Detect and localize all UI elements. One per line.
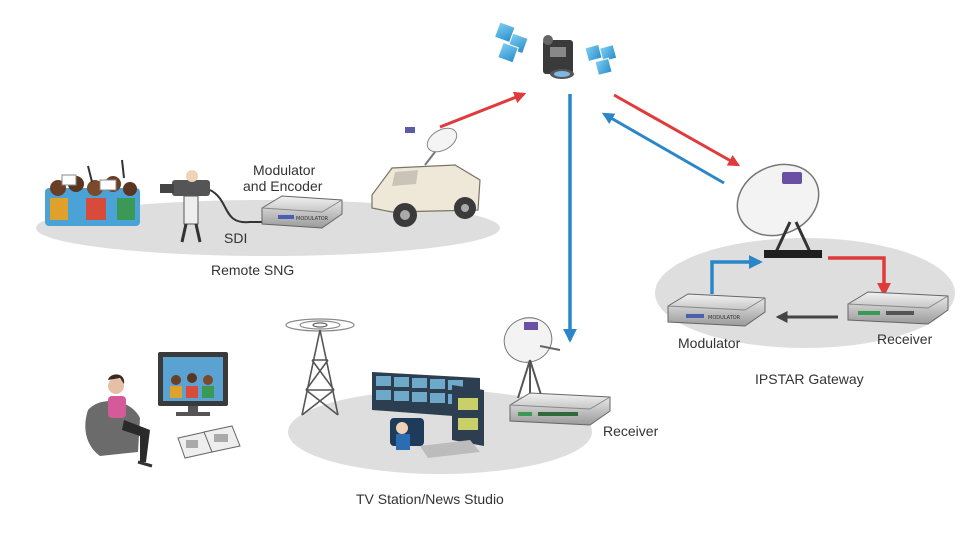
studio-receiver-rack-icon: [509, 392, 611, 426]
label-remote-sng: Remote SNG: [211, 262, 295, 278]
crowd-icon: [45, 159, 140, 226]
viewer-icon: [85, 374, 153, 468]
uplink-arrow-gateway-to-satellite: [601, 112, 725, 185]
remote-sng-platform: [36, 200, 500, 256]
label-ipstar-gateway: IPSTAR Gateway: [755, 371, 864, 387]
label-sdi: SDI: [224, 230, 248, 246]
studio-dish-icon: [503, 317, 561, 400]
gateway-modulator-rack-icon: MODULATOR: [667, 293, 766, 327]
receiver-rack-icon: [847, 291, 949, 325]
camera-icon: [160, 170, 210, 243]
label-modulator-line1: Modulator: [253, 162, 316, 178]
rack-modulator-text-sng: MODULATOR: [296, 216, 329, 222]
label-receiver-studio: Receiver: [603, 423, 659, 439]
tv-icon: [158, 352, 228, 416]
uplink-arrow-van-to-satellite: [439, 91, 527, 129]
gateway-arrow-dish-to-receiver: [828, 256, 891, 297]
laptops-icon: [177, 425, 241, 459]
modulator-rack-icon: MODULATOR: [261, 195, 343, 229]
label-tv-station: TV Station/News Studio: [356, 491, 504, 507]
satellite-icon: [493, 21, 618, 79]
label-modulator-line2: and Encoder: [243, 178, 323, 194]
sdi-cable: [209, 189, 268, 224]
label-receiver-gateway: Receiver: [877, 331, 933, 347]
tower-icon: [285, 318, 355, 416]
label-modulator-encoder: Modulator and Encoder: [243, 162, 322, 194]
label-modulator-gateway: Modulator: [678, 335, 741, 351]
gateway-arrow-modulator-to-dish: [710, 255, 763, 294]
downlink-arrow-satellite-to-gateway: [613, 93, 741, 167]
sng-van-icon: [371, 127, 481, 227]
rack-modulator-text-gateway: MODULATOR: [708, 315, 741, 321]
video-wall-icon: [372, 372, 484, 458]
dish-icon: [736, 163, 822, 258]
